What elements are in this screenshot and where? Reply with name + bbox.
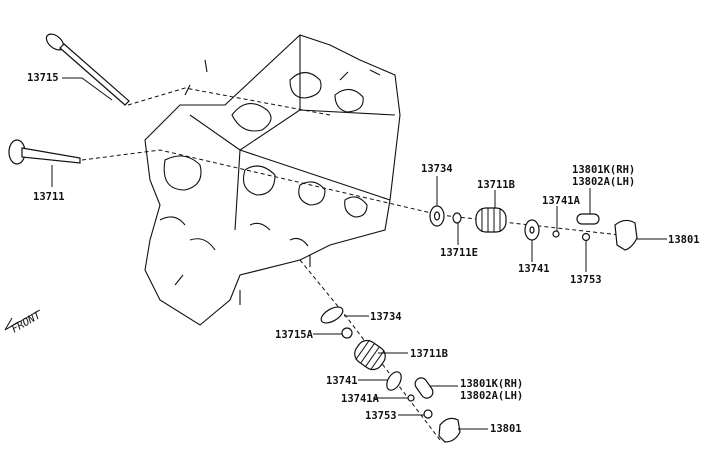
upper-valve-train xyxy=(429,205,638,251)
part-label-13741-lower: 13741 xyxy=(326,375,358,387)
part-label-13801-lower: 13801 xyxy=(490,423,522,435)
part-label-13711b-lower: 13711B xyxy=(410,348,448,360)
part-label-13753-lower: 13753 xyxy=(365,410,397,422)
part-label-13734-upper: 13734 xyxy=(421,163,453,175)
part-label-13734-lower: 13734 xyxy=(370,311,402,323)
part-label-13802a-upper: 13802A(LH) xyxy=(572,176,635,188)
part-label-13753-upper: 13753 xyxy=(570,274,602,286)
part-label-13802a-lower: 13802A(LH) xyxy=(460,390,523,402)
cylinder-head xyxy=(144,34,401,326)
part-label-13711b-upper: 13711B xyxy=(477,179,515,191)
front-arrow-icon xyxy=(4,309,41,331)
lower-valve-train xyxy=(320,306,461,443)
part-label-13715a: 13715A xyxy=(275,329,314,341)
part-label-13801k-lower: 13801K(RH) xyxy=(460,378,523,390)
part-label-13741a-lower: 13741A xyxy=(341,393,380,405)
part-label-13741-upper: 13741 xyxy=(518,263,550,275)
front-label: FRONT xyxy=(10,309,44,336)
part-label-13711e: 13711E xyxy=(440,247,478,259)
part-label-13711: 13711 xyxy=(33,191,65,203)
part-label-13801-upper: 13801 xyxy=(668,234,700,246)
exhaust-valve xyxy=(45,33,130,106)
part-label-13715: 13715 xyxy=(27,72,59,84)
part-label-13801k-upper: 13801K(RH) xyxy=(572,164,635,176)
intake-valve xyxy=(8,139,81,165)
front-direction-indicator: FRONT xyxy=(4,309,44,336)
part-label-13741a-upper: 13741A xyxy=(542,195,581,207)
